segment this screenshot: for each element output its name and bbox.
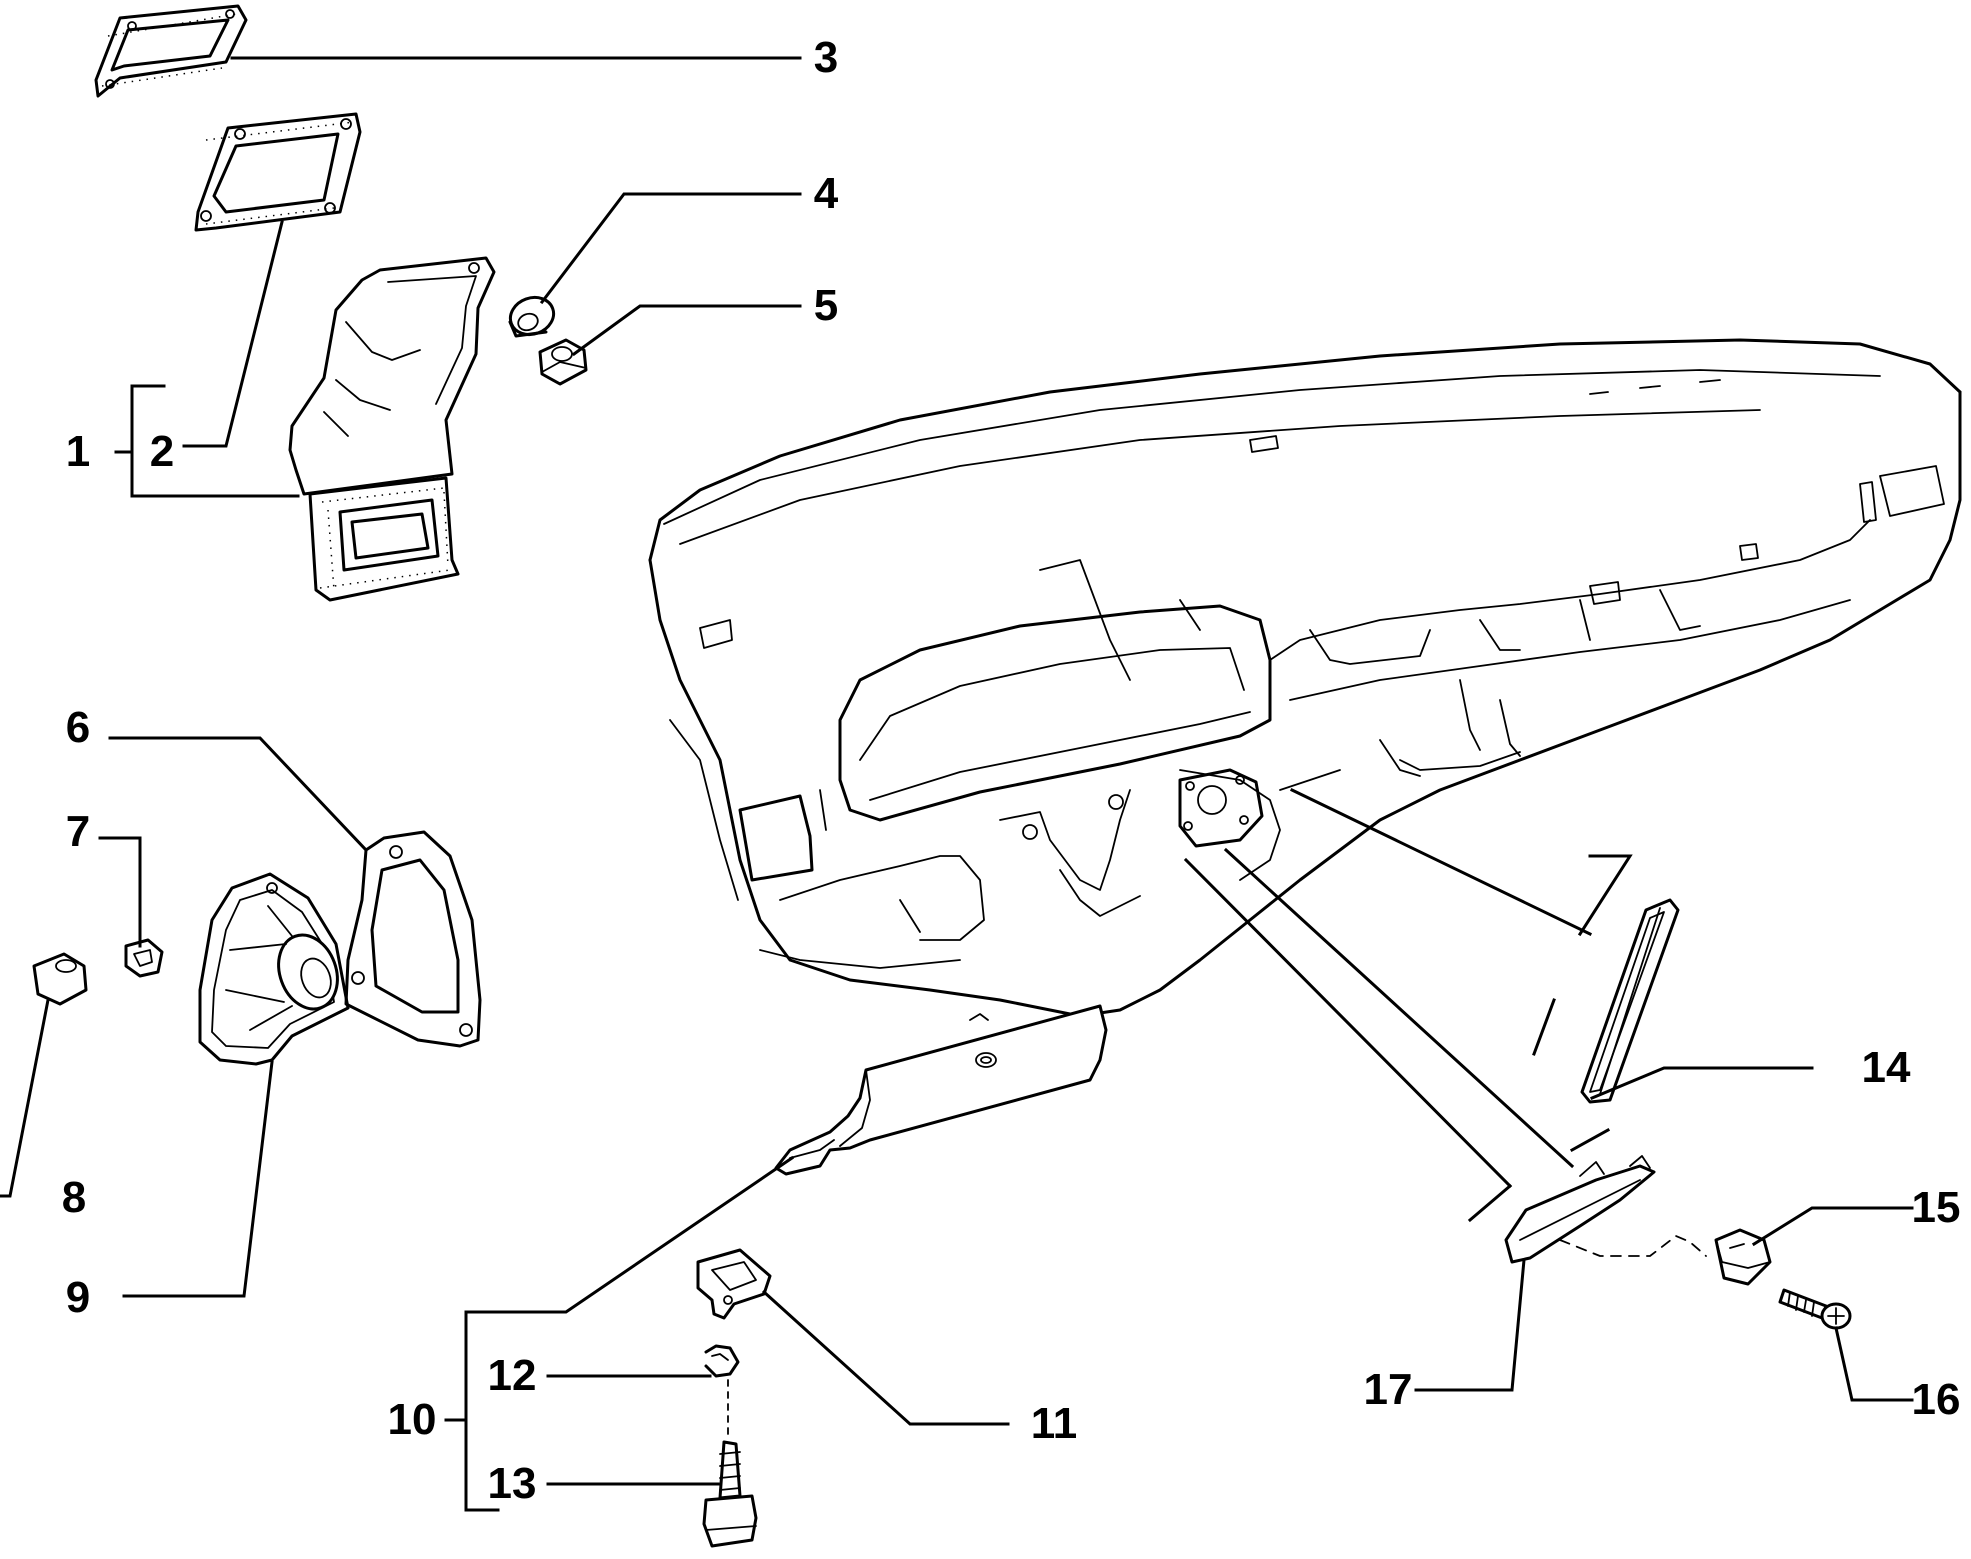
label-15: 15 xyxy=(1912,1183,1961,1232)
label-10: 10 xyxy=(388,1395,437,1444)
part-14-vent-strip xyxy=(1580,898,1680,1104)
part-2-gasket xyxy=(194,112,362,232)
part-9-cover xyxy=(198,872,350,1066)
part-5-nut xyxy=(538,338,588,386)
label-12: 12 xyxy=(488,1351,537,1400)
part-12-spring-clip xyxy=(704,1344,740,1378)
label-1: 1 xyxy=(66,427,90,476)
label-6: 6 xyxy=(66,703,90,752)
part-3-gasket xyxy=(94,4,248,98)
part-4-washer xyxy=(508,295,556,338)
part-16-screw xyxy=(1778,1288,1852,1330)
label-4: 4 xyxy=(814,169,839,218)
label-7: 7 xyxy=(66,807,90,856)
label-11: 11 xyxy=(1031,1399,1078,1448)
callout-labels: 3 4 5 1 2 6 7 8 9 10 11 12 13 14 15 16 1… xyxy=(62,33,1961,1508)
dashboard-panel xyxy=(648,338,1962,1018)
part-17-trim-panel xyxy=(1504,1155,1707,1264)
label-2: 2 xyxy=(150,427,174,476)
leader-lines xyxy=(0,56,1914,1512)
label-9: 9 xyxy=(66,1273,90,1322)
part-7-clip xyxy=(124,938,164,978)
label-16: 16 xyxy=(1912,1375,1961,1424)
label-5: 5 xyxy=(814,281,838,330)
part-6-gasket xyxy=(344,830,482,1048)
label-14: 14 xyxy=(1862,1043,1911,1092)
label-8: 8 xyxy=(62,1173,86,1222)
part-11-clip xyxy=(696,1248,772,1320)
label-17: 17 xyxy=(1364,1365,1413,1414)
part-13-screw xyxy=(702,1440,758,1548)
part-1-air-duct xyxy=(288,256,496,602)
label-3: 3 xyxy=(814,33,838,82)
part-8-nut xyxy=(32,952,88,1006)
label-13: 13 xyxy=(488,1459,537,1508)
part-10-glovebox-lid xyxy=(774,1004,1108,1176)
